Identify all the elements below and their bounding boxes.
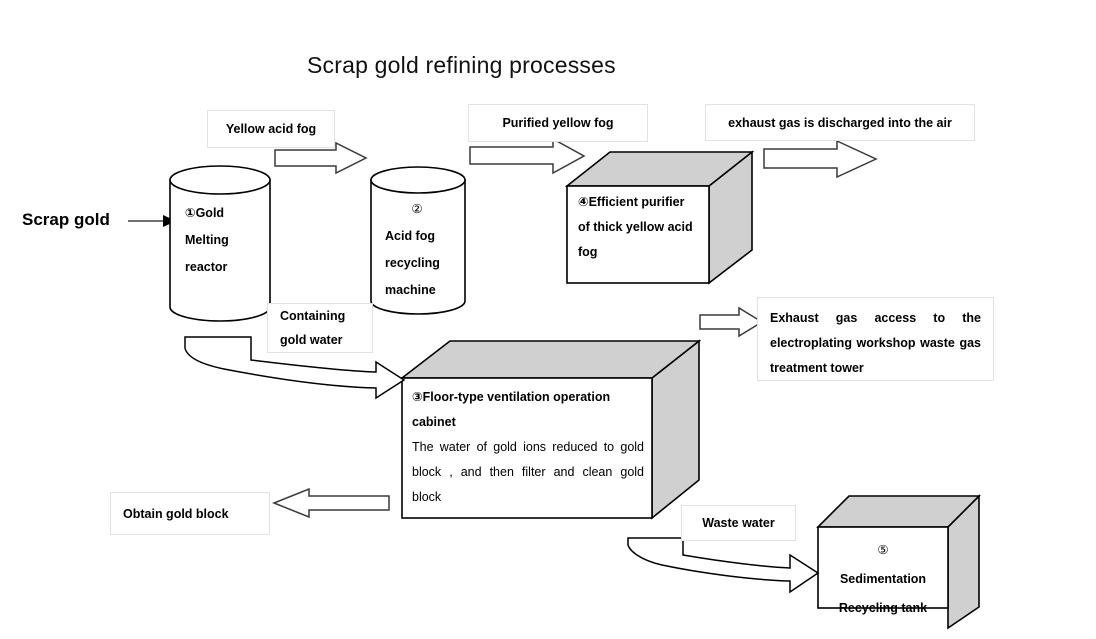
cube-5-label: ⑤ Sedimentation Recycling tank [822, 536, 944, 623]
label-purified-yellow-fog: Purified yellow fog [468, 104, 648, 142]
cube-5-number: ⑤ [877, 543, 889, 557]
cube-3-body: The water of gold ions reduced to gold b… [412, 440, 644, 504]
cylinder-1-label: ①Gold Melting reactor [185, 200, 275, 281]
cube-ventilation-cabinet [399, 339, 702, 520]
arrow-containing-gold-water [184, 336, 406, 400]
label-yellow-acid-fog: Yellow acid fog [207, 110, 335, 148]
label-waste-water-text: Waste water [702, 516, 775, 530]
page-title: Scrap gold refining processes [307, 52, 616, 78]
arrow-cabinet-to-tower [699, 306, 764, 338]
label-exhaust-gas-treatment-tower: Exhaust gas access to the electroplating… [757, 297, 994, 381]
label-obtain-gold-block-text: Obtain gold block [123, 506, 229, 521]
cube-3-heading: ③Floor-type ventilation operation cabine… [412, 390, 611, 429]
cylinder-1-line-1: ①Gold [185, 206, 225, 220]
label-exhaust-discharged-to-air-text: exhaust gas is discharged into the air [728, 115, 952, 130]
label-obtain-gold-block: Obtain gold block [110, 492, 270, 535]
cylinder-acid-fog-recycling-machine [370, 166, 466, 315]
cylinder-1-line-3: reactor [185, 260, 228, 274]
cylinder-2-line-1: Acid fog [385, 229, 435, 243]
cube-efficient-purifier [564, 150, 755, 285]
cube-5-line-1: Sedimentation [839, 572, 927, 586]
arrow-purified-yellow-fog [469, 137, 586, 175]
label-yellow-acid-fog-text: Yellow acid fog [225, 122, 317, 136]
label-containing-gold-water: Containing gold water [267, 303, 373, 353]
label-exhaust-discharged-to-air: exhaust gas is discharged into the air [705, 104, 975, 141]
label-containing-gold-water-text: Containing gold water [280, 309, 346, 347]
cube-4-line-3: fog [578, 245, 598, 259]
cylinder-2-line-3: machine [385, 283, 436, 297]
cube-sedimentation-tank [816, 494, 981, 630]
cube-4-label: ④Efficient purifier of thick yellow acid… [578, 190, 706, 265]
arrow-scrap-gold-to-reactor [128, 215, 176, 227]
cylinder-2-number: ② [411, 202, 423, 216]
label-exhaust-gas-treatment-tower-text: Exhaust gas access to the electroplating… [770, 311, 981, 375]
arrow-cabinet-to-gold-block [271, 487, 390, 519]
entry-label-scrap-gold: Scrap gold [22, 210, 110, 229]
cylinder-2-label: ② Acid fog recycling machine [385, 196, 463, 304]
cube-5-line-2: Recycling tank [838, 601, 928, 615]
label-waste-water: Waste water [681, 505, 796, 541]
cube-3-label: ③Floor-type ventilation operation cabine… [412, 385, 644, 510]
label-purified-yellow-fog-text: Purified yellow fog [502, 116, 614, 130]
cylinder-2-line-2: recycling [385, 256, 440, 270]
cube-4-line-1: ④Efficient purifier [578, 195, 685, 209]
arrow-yellow-acid-fog [274, 141, 368, 175]
cube-4-line-2: of thick yellow acid [578, 220, 693, 234]
arrow-exhaust-to-air [763, 139, 878, 179]
arrow-waste-water [627, 537, 820, 594]
cylinder-1-line-2: Melting [185, 233, 229, 247]
